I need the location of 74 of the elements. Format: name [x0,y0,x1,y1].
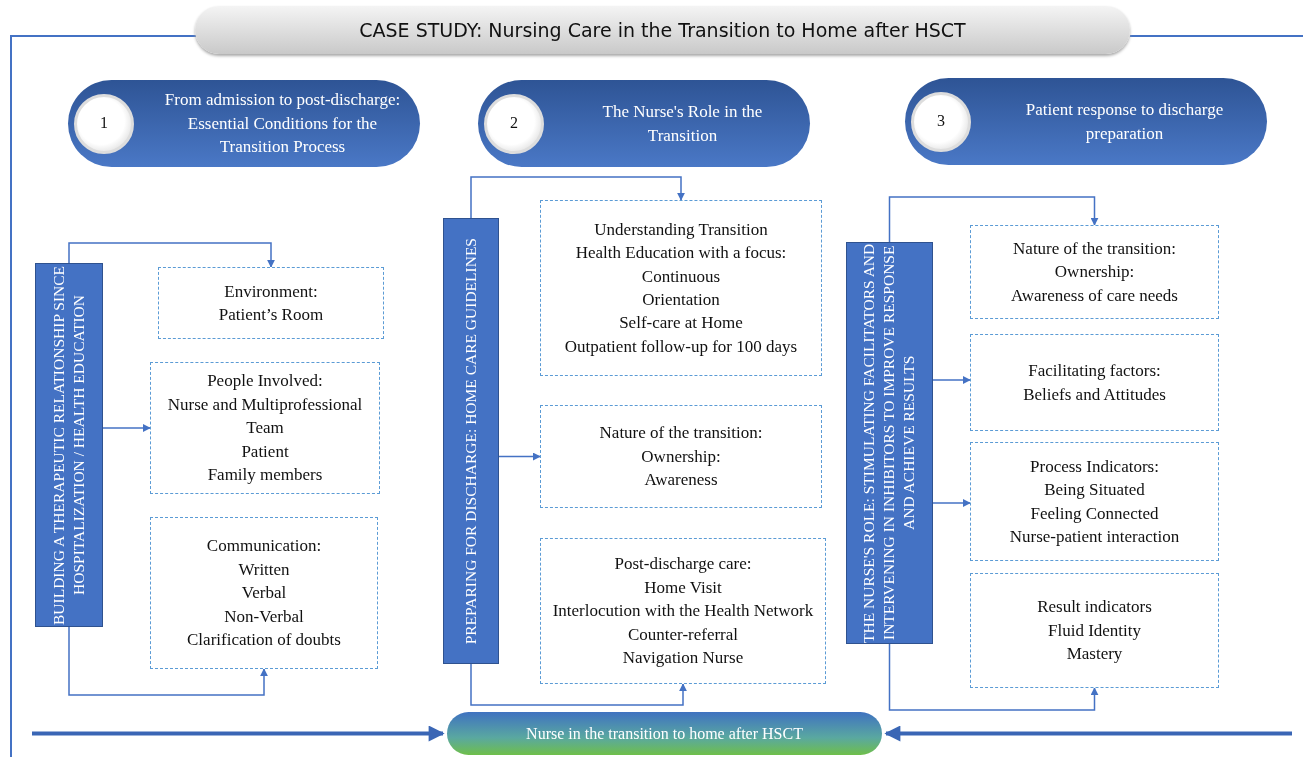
topic-box [150,517,378,669]
box-item: Ownership: [1054,261,1135,284]
box-heading: Process Indicators: [1030,455,1159,478]
topic-box [540,200,822,376]
box-item: Outpatient follow-up for 100 days [564,335,798,358]
bar-text: PREPARING FOR DISCHARGE: HOME CARE GUIDELINES [460,237,480,645]
box-item: Orientation [642,289,720,311]
box-item: Continuous [641,265,721,288]
box-item: Home Visit [644,576,722,599]
box-item: Being Situated [1044,479,1145,502]
connector-arrow [932,376,971,384]
box-heading: Post-discharge care: [614,553,752,576]
bar-text: BUILDING A THERAPEUTIC RELATIONSHIP SINCE HOSPITALIZATION / HEALTH EDUCATION [48,264,88,626]
box-item: Beliefs and Attitudes [1023,383,1166,406]
header-text: The Nurse's Role in the Transition [601,100,764,147]
connector-arrow [888,196,1099,243]
box-heading: People Involved: [207,370,323,393]
box-item: Fluid Identity [1048,619,1141,642]
box-item: Self-care at Home [619,312,743,335]
connector-arrow [68,626,268,696]
box-item: Interlocution with the Health Network [552,600,814,623]
topic-box [158,267,384,339]
box-item: Non-Verbal [224,605,304,628]
box-heading: Environment: [224,280,318,303]
connector-arrow [68,242,275,268]
bar-text: THE NURSE'S ROLE: STIMULATING FACILITATORS AND INTERVENING IN INHIBITORS TO IMPROVE RESPONSE AND ACHIEVE RESULTS [859,243,919,643]
box-item: Awareness [644,469,718,492]
box-item: Health Education with a focus: [575,242,787,265]
box-heading: Result indicators [1037,596,1152,619]
header-text: Patient response to discharge preparation [1024,98,1225,145]
connector-arrow [932,499,971,507]
box-item: Patient [241,440,289,463]
thick-arrow [884,725,1292,742]
step-number: 1 [74,93,134,154]
topic-box [970,573,1219,688]
box-item: Mastery [1066,643,1123,666]
topic-box [540,405,822,508]
box-item: Nurse-patient interaction [1009,525,1180,548]
box-heading: Nature of the transition: [1013,237,1176,260]
thick-arrow [32,725,445,742]
connector-arrow [102,424,151,432]
connector-arrow [470,176,685,219]
category-bar [35,263,103,627]
header-text: From admission to post-discharge: Essential Conditions for the Transition Process [163,88,402,159]
topic-box [970,442,1219,561]
topic-box [150,362,380,494]
box-item: Written [238,558,290,581]
topic-box [970,225,1219,319]
banner-text: Nurse in the transition to home after HSCT [526,724,803,743]
box-item: Family members [207,464,323,487]
box-heading: Communication: [206,535,322,558]
category-bar [443,218,499,664]
box-item: Awareness of care needs [1011,284,1178,307]
connector-arrow [470,663,687,706]
box-item: Counter-referral [627,623,739,646]
box-item: Verbal [241,582,287,605]
step-number: 2 [484,93,544,154]
connector-arrow [498,452,541,461]
box-item: Feeling Connected [1030,502,1159,525]
title-banner: CASE STUDY: Nursing Care in the Transition to Home after HSCT [195,6,1130,54]
box-item: Nurse and Multiprofessional Team [166,393,364,440]
box-heading: Nature of the transition: [599,422,763,445]
topic-box [540,538,826,684]
box-heading: Understanding Transition [594,218,768,241]
central-banner [447,712,882,755]
box-item: Clarification of doubts [187,629,341,652]
box-item: Navigation Nurse [622,647,744,670]
step-number: 3 [911,91,971,152]
box-item: Ownership: [641,445,721,468]
topic-box [970,334,1219,431]
category-bar [846,242,933,644]
connector-arrow [888,643,1099,711]
box-heading: Facilitating factors: [1028,360,1161,383]
box-item: Patient’s Room [218,304,324,326]
